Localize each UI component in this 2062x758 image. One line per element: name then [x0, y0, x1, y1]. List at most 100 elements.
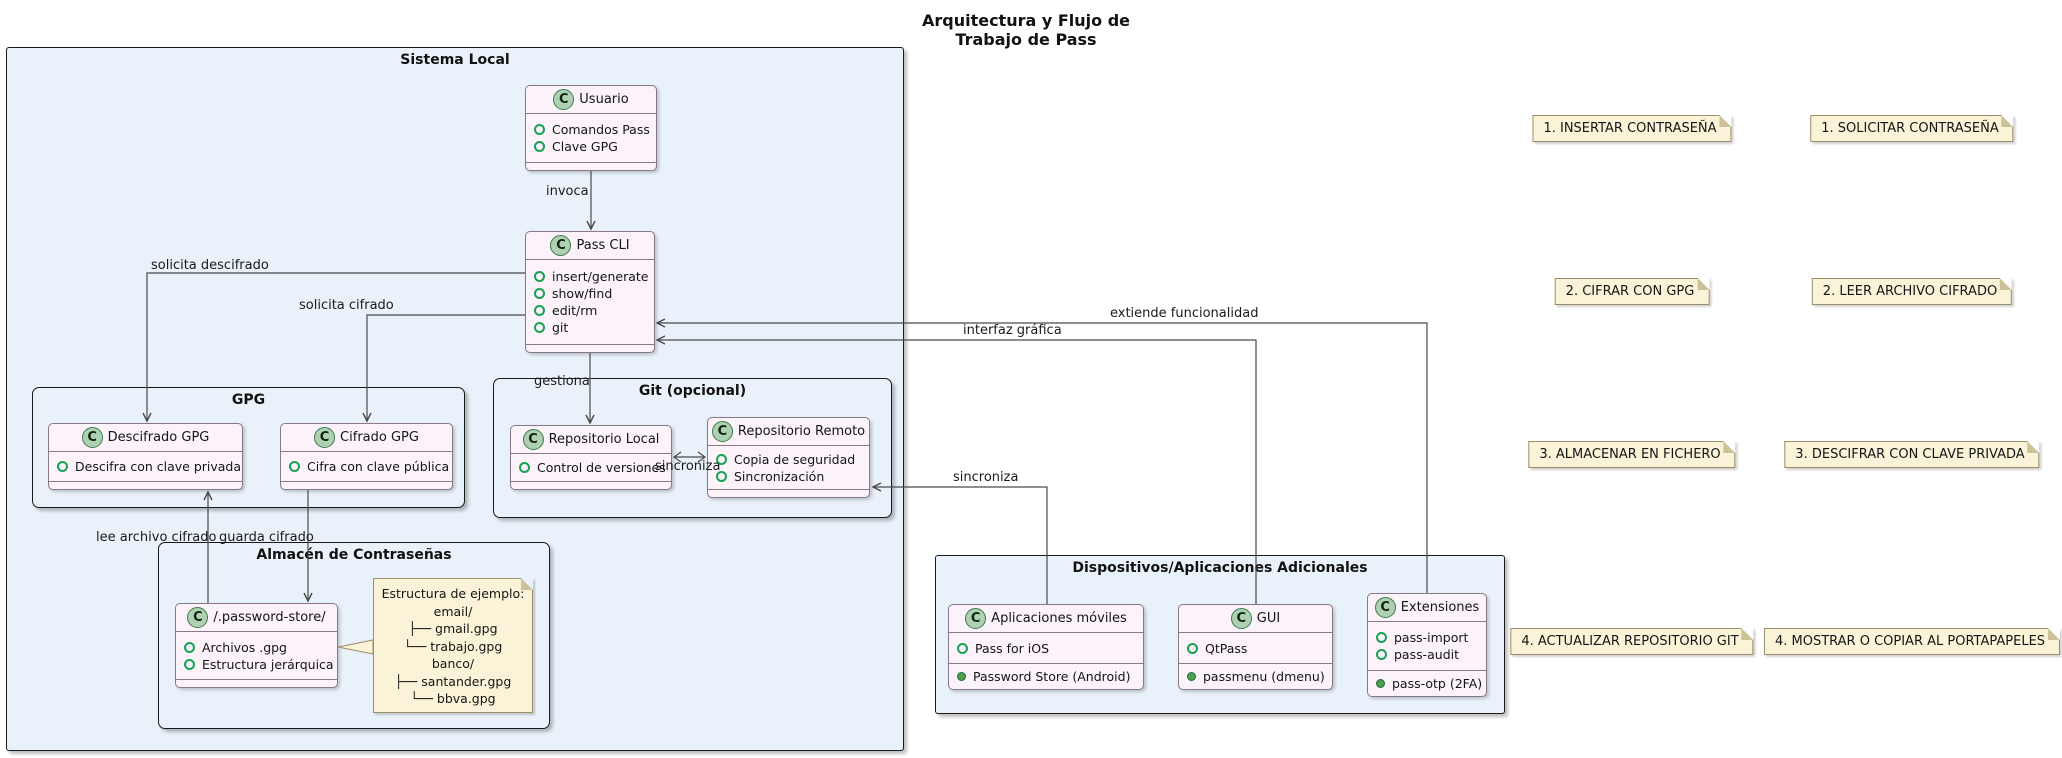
class-field: edit/rm [526, 302, 654, 319]
class-stereotype-icon: C [965, 608, 987, 629]
field-visibility-icon [534, 124, 545, 135]
class-header: C Cifrado GPG [281, 424, 452, 452]
note-fold-icon [1723, 441, 1736, 453]
workflow-note-text: 2. LEER ARCHIVO CIFRADO [1822, 284, 1998, 299]
edge-label-solicita-descifrado: solicita descifrado [151, 258, 269, 273]
method-label: passmenu (dmenu) [1203, 669, 1325, 684]
method-visibility-icon [1376, 679, 1385, 688]
method-visibility-icon [1187, 672, 1196, 681]
class-field: Clave GPG [526, 138, 656, 155]
class-fields: Control de versiones [511, 454, 671, 481]
class-method: Password Store (Android) [949, 668, 1143, 685]
workflow-note-cifrar: 2. CIFRAR CON GPG [1554, 278, 1710, 305]
class-name: Usuario [579, 92, 629, 107]
class-name: Cifrado GPG [340, 430, 419, 445]
class-name: Aplicaciones móviles [991, 611, 1127, 626]
class-stereotype-icon: C [1230, 608, 1252, 629]
class-repositorio-local: C Repositorio Local Control de versiones [510, 425, 672, 490]
note-fold-icon [521, 578, 533, 590]
class-field: Copia de seguridad [708, 451, 869, 468]
class-extensiones: C Extensiones pass-import pass-audit pas… [1367, 593, 1487, 697]
class-name: Repositorio Local [548, 432, 660, 447]
edge-label-gestiona: gestiona [534, 374, 590, 389]
class-name: Descifrado GPG [107, 430, 210, 445]
edge-label-interfaz-grafica: interfaz gráfica [963, 323, 1062, 338]
note-line: Estructura de ejemplo: [381, 586, 525, 601]
edge-label-solicita-cifrado: solicita cifrado [299, 298, 394, 313]
diagram-title: Arquitectura y Flujo de Trabajo de Pass [921, 11, 1131, 49]
empty-methods-compartment [511, 481, 671, 489]
class-stereotype-icon: C [81, 427, 103, 448]
empty-methods-compartment [281, 481, 452, 489]
class-field: pass-audit [1368, 646, 1486, 663]
field-visibility-icon [1376, 632, 1387, 643]
package-title-almacen: Almacén de Contraseñas [256, 547, 452, 563]
field-label: insert/generate [552, 269, 649, 284]
note-fold-icon [1719, 115, 1732, 127]
class-field: insert/generate [526, 268, 654, 285]
class-stereotype-icon: C [1374, 597, 1396, 618]
class-name: /.password-store/ [213, 610, 326, 625]
note-estructura-ejemplo: Estructura de ejemplo: email/ ├── gmail.… [373, 578, 533, 713]
workflow-note-almacenar: 3. ALMACENAR EN FICHERO [1528, 441, 1736, 468]
note-fold-icon [2000, 278, 2013, 290]
field-label: QtPass [1205, 640, 1248, 656]
field-label: Control de versiones [537, 460, 666, 475]
empty-methods-compartment [49, 481, 242, 489]
field-label: pass-audit [1394, 647, 1460, 662]
workflow-note-insertar: 1. INSERTAR CONTRASEÑA [1532, 115, 1732, 142]
workflow-note-text: 3. DESCIFRAR CON CLAVE PRIVADA [1795, 447, 2025, 462]
class-field: Cifra con clave pública [281, 458, 452, 475]
class-fields: QtPass [1179, 633, 1332, 663]
workflow-note-text: 2. CIFRAR CON GPG [1565, 284, 1695, 299]
workflow-note-descifrar: 3. DESCIFRAR CON CLAVE PRIVADA [1784, 441, 2040, 468]
class-header: C Aplicaciones móviles [949, 605, 1143, 633]
method-visibility-icon [957, 672, 966, 681]
note-fold-icon [2001, 115, 2014, 127]
class-header: C Usuario [526, 86, 656, 114]
class-fields: Pass for iOS [949, 633, 1143, 663]
class-field: Pass for iOS [949, 640, 1143, 657]
field-label: Archivos .gpg [202, 639, 287, 655]
class-name: Pass CLI [576, 238, 630, 253]
class-method: passmenu (dmenu) [1179, 668, 1332, 685]
class-method: pass-otp (2FA) [1368, 675, 1486, 692]
class-header: C GUI [1179, 605, 1332, 633]
class-header: C Repositorio Local [511, 426, 671, 454]
method-label: Password Store (Android) [973, 669, 1131, 684]
class-fields: insert/generate show/find edit/rm git [526, 260, 654, 344]
workflow-note-text: 1. SOLICITAR CONTRASEÑA [1821, 121, 1999, 136]
field-label: Cifra con clave pública [307, 459, 450, 474]
note-line: ├── santander.gpg [394, 673, 512, 689]
edge-label-extiende-funcionalidad: extiende funcionalidad [1110, 306, 1259, 321]
field-visibility-icon [289, 461, 300, 472]
empty-methods-compartment [526, 344, 654, 352]
class-field: Control de versiones [511, 459, 671, 476]
class-fields: Cifra con clave pública [281, 452, 452, 481]
class-stereotype-icon: C [522, 429, 544, 450]
field-visibility-icon [1376, 649, 1387, 660]
class-stereotype-icon: C [187, 607, 209, 628]
class-methods: Password Store (Android) [949, 663, 1143, 689]
workflow-note-mostrar: 4. MOSTRAR O COPIAR AL PORTAPAPELES [1763, 628, 2061, 655]
class-gui: C GUI QtPass passmenu (dmenu) [1178, 604, 1333, 690]
field-label: Sincronización [734, 468, 825, 484]
field-visibility-icon [1187, 642, 1198, 654]
class-name: GUI [1256, 611, 1281, 626]
workflow-note-leer: 2. LEER ARCHIVO CIFRADO [1811, 278, 2013, 305]
class-methods: pass-otp (2FA) [1368, 670, 1486, 696]
workflow-note-solicitar: 1. SOLICITAR CONTRASEÑA [1810, 115, 2014, 142]
class-stereotype-icon: C [550, 235, 572, 256]
class-field: Sincronización [708, 468, 869, 485]
field-label: Copia de seguridad [734, 451, 856, 467]
package-title-dispositivos: Dispositivos/Aplicaciones Adicionales [1072, 560, 1368, 576]
class-header: C Pass CLI [526, 232, 654, 260]
class-field: show/find [526, 285, 654, 302]
field-visibility-icon [534, 271, 545, 282]
workflow-note-actualizar: 4. ACTUALIZAR REPOSITORIO GIT [1510, 628, 1754, 655]
class-fields: Copia de seguridad Sincronización [708, 446, 869, 489]
class-usuario: C Usuario Comandos Pass Clave GPG [525, 85, 657, 171]
note-line: └── bbva.gpg [410, 691, 496, 706]
class-header: C Descifrado GPG [49, 424, 242, 452]
